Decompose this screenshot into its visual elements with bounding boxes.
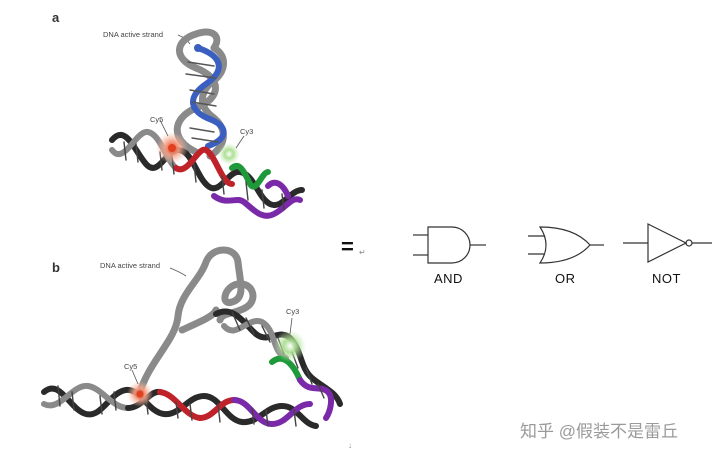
panel-b-leader-line [169, 267, 187, 277]
not-gate-label: NOT [652, 271, 681, 286]
and-gate-label: AND [434, 271, 463, 286]
panel-b-horizontal-helix [41, 383, 319, 429]
panel-a-cy3-label: Cy3 [240, 127, 254, 136]
panel-b-cy5-label: Cy5 [124, 362, 138, 371]
and-gate-icon [413, 226, 486, 264]
panel-b-active-strand [136, 246, 257, 396]
down-mark: ↓ [348, 441, 352, 450]
equals-sign: = [341, 234, 354, 259]
or-gate-label: OR [555, 271, 576, 286]
return-mark: ↵ [359, 248, 366, 257]
watermark: 知乎 @假装不是雷丘 [520, 422, 678, 441]
panel-a-strand-annotation: DNA active strand [103, 30, 164, 39]
panel-a-helix [109, 129, 305, 219]
panel-a-cy5-label: Cy5 [150, 115, 164, 124]
panel-a-cy3-marker [218, 143, 240, 165]
panel-b-cy3-label: Cy3 [286, 307, 300, 316]
or-gate-icon [528, 226, 604, 264]
not-gate-icon [623, 223, 712, 263]
panel-b-letter: b [52, 260, 60, 275]
panel-a-letter: a [52, 10, 60, 25]
panel-a-hairpin [173, 28, 227, 160]
panel-b-strand-annotation: DNA active strand [100, 261, 161, 270]
panel-b-cy3-marker [274, 330, 306, 362]
